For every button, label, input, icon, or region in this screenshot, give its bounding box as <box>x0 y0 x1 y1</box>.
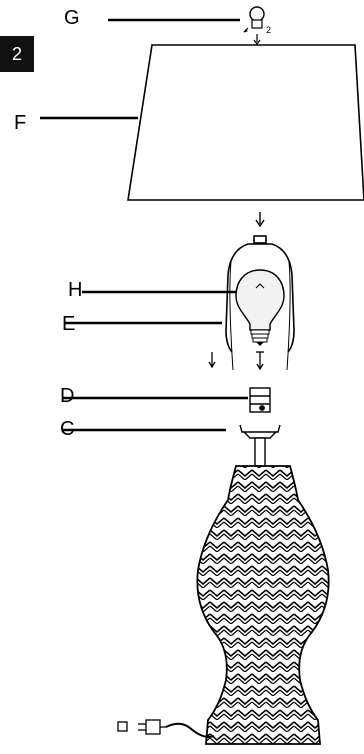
label-g: G <box>64 7 80 29</box>
harp <box>225 235 295 371</box>
step-number-badge: 2 <box>0 36 34 72</box>
light-bulb-icon <box>235 269 285 346</box>
harp-saddle <box>239 424 281 467</box>
lamp-base <box>196 465 330 745</box>
label-d: D <box>60 385 75 407</box>
lamp-shade <box>127 44 364 201</box>
finial-icon: 2 <box>243 6 271 45</box>
power-cord <box>165 722 215 738</box>
down-arrow-icon <box>255 212 265 228</box>
svg-text:2: 2 <box>266 25 271 35</box>
label-f: F <box>14 112 27 134</box>
down-arrow-icon <box>208 351 264 371</box>
plug-icon <box>117 719 166 735</box>
socket <box>249 387 271 413</box>
label-h: H <box>68 279 83 301</box>
